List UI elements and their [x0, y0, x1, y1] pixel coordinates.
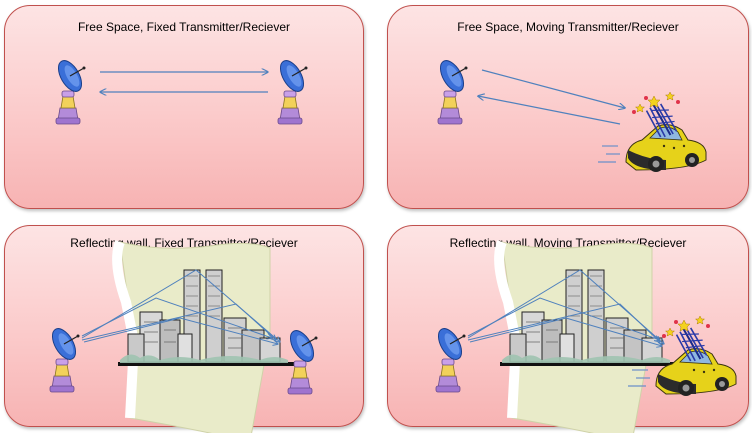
signal-arrow — [481, 69, 625, 108]
multipath-rays — [81, 269, 280, 344]
transmitter-antenna-icon — [435, 56, 469, 125]
city-buildings-icon — [499, 242, 676, 433]
transmitter-antenna-icon — [433, 324, 467, 393]
moving-car-icon — [597, 91, 707, 173]
transmitter-antenna-icon — [53, 56, 87, 125]
receiver-antenna-icon — [275, 56, 309, 125]
multipath-rays — [467, 269, 664, 346]
signal-arrow — [478, 96, 621, 125]
receiver-antenna-icon — [285, 326, 319, 395]
city-buildings-icon — [117, 242, 294, 433]
panel-title: Free Space, Fixed Transmitter/Reciever — [77, 20, 291, 34]
transmitter-antenna-icon — [47, 324, 81, 393]
panel-title: Free Space, Moving Transmitter/Reciever — [457, 20, 679, 34]
